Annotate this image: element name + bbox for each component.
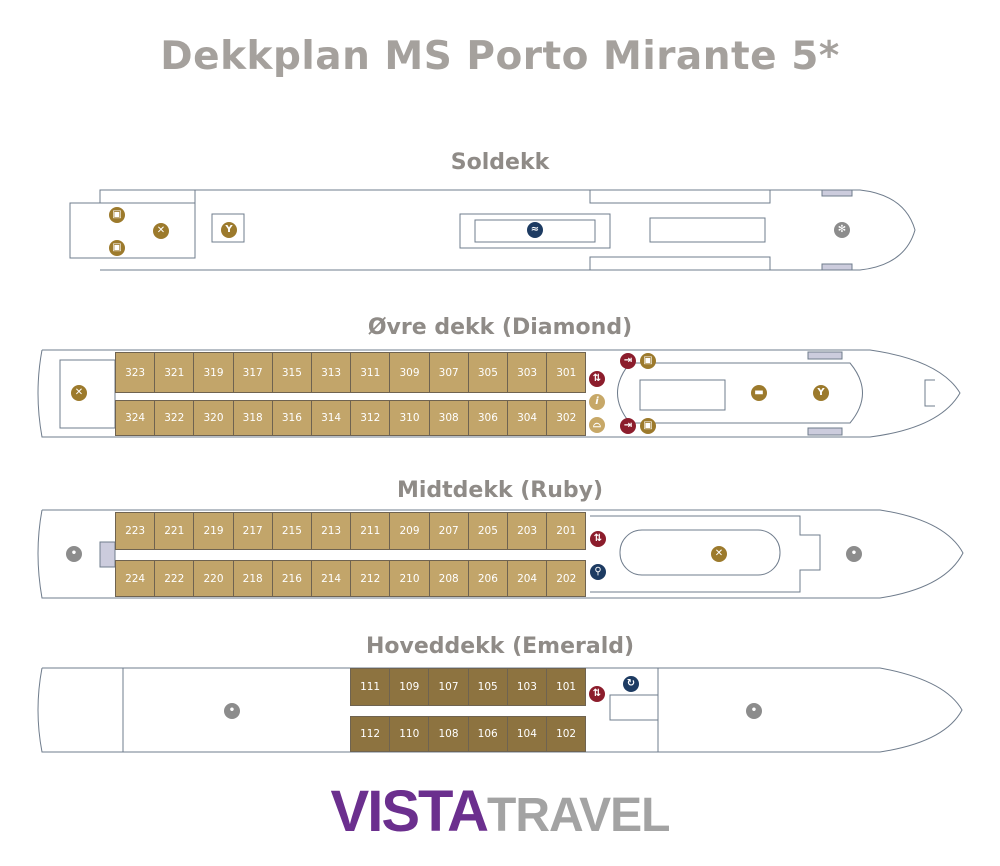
elevator-icon [589, 686, 605, 702]
info-icon [589, 394, 605, 410]
cabin-220[interactable]: 220 [193, 560, 234, 597]
cabin-203[interactable]: 203 [507, 512, 548, 550]
cabin-316[interactable]: 316 [271, 400, 312, 436]
cabin-208[interactable]: 208 [428, 560, 469, 597]
cabin-110[interactable]: 110 [389, 716, 430, 752]
cabin-320[interactable]: 320 [193, 400, 234, 436]
cabin-201[interactable]: 201 [546, 512, 587, 550]
cabin-219[interactable]: 219 [193, 512, 234, 550]
cabin-211[interactable]: 211 [350, 512, 391, 550]
soldekk-outline [69, 189, 916, 271]
cabin-307[interactable]: 307 [428, 352, 469, 393]
cabin-321[interactable]: 321 [154, 352, 195, 393]
cabin-323[interactable]: 323 [115, 352, 156, 393]
page-title: Dekkplan MS Porto Mirante 5* [160, 34, 840, 79]
deck-label-soldekk: Soldekk [450, 150, 550, 175]
cabin-107[interactable]: 107 [428, 668, 469, 706]
cabin-218[interactable]: 218 [232, 560, 273, 597]
cabin-216[interactable]: 216 [271, 560, 312, 597]
cabin-214[interactable]: 214 [311, 560, 352, 597]
cabin-309[interactable]: 309 [389, 352, 430, 393]
ovre-dekk-outline [37, 349, 961, 438]
elevator-icon [589, 371, 605, 387]
dining-icon [71, 385, 87, 401]
cabin-302[interactable]: 302 [546, 400, 587, 436]
cabin-102[interactable]: 102 [546, 716, 587, 752]
hoveddekk-outline [37, 667, 963, 753]
cabin-212[interactable]: 212 [350, 560, 391, 597]
cabin-213[interactable]: 213 [311, 512, 352, 550]
cabin-112[interactable]: 112 [350, 716, 391, 752]
elevator-icon [590, 531, 606, 547]
cabin-314[interactable]: 314 [311, 400, 352, 436]
bar-icon [813, 385, 829, 401]
cabin-312[interactable]: 312 [350, 400, 391, 436]
cabin-106[interactable]: 106 [467, 716, 508, 752]
cabin-224[interactable]: 224 [115, 560, 156, 597]
cabin-103[interactable]: 103 [506, 668, 547, 706]
cabin-111[interactable]: 111 [350, 668, 391, 706]
cabin-202[interactable]: 202 [546, 560, 587, 597]
cabin-101[interactable]: 101 [546, 668, 587, 706]
cabin-205[interactable]: 205 [467, 512, 508, 550]
cabin-310[interactable]: 310 [389, 400, 430, 436]
dining-icon [153, 223, 169, 239]
cabin-313[interactable]: 313 [311, 352, 352, 393]
restaurant-icon [711, 546, 727, 562]
helm-icon [834, 222, 850, 238]
cabin-322[interactable]: 322 [154, 400, 195, 436]
deck-label-ovre-dekk: Øvre dekk (Diamond) [367, 315, 633, 340]
drink-icon [109, 207, 125, 223]
cabin-209[interactable]: 209 [389, 512, 430, 550]
deck-label-hoveddekk: Hoveddekk (Emerald) [365, 634, 635, 659]
pool-icon [527, 222, 543, 238]
cabin-105[interactable]: 105 [467, 668, 508, 706]
wc-icon [590, 564, 606, 580]
cabin-308[interactable]: 308 [428, 400, 469, 436]
cabin-324[interactable]: 324 [115, 400, 156, 436]
cabin-319[interactable]: 319 [193, 352, 234, 393]
cabin-207[interactable]: 207 [428, 512, 469, 550]
cabin-215[interactable]: 215 [271, 512, 312, 550]
mooring-icon [66, 546, 82, 562]
cabin-317[interactable]: 317 [232, 352, 273, 393]
logo-vista: VISTA [330, 779, 489, 844]
cabin-304[interactable]: 304 [507, 400, 548, 436]
drink-icon [640, 418, 656, 434]
cabin-306[interactable]: 306 [467, 400, 508, 436]
cabin-109[interactable]: 109 [389, 668, 430, 706]
vista-travel-logo: VISTATRAVEL [0, 778, 1000, 845]
cabin-303[interactable]: 303 [507, 352, 548, 393]
cabin-104[interactable]: 104 [506, 716, 547, 752]
logo-travel: TRAVEL [487, 789, 670, 842]
cabin-210[interactable]: 210 [389, 560, 430, 597]
cabin-221[interactable]: 221 [154, 512, 195, 550]
mooring-icon [224, 703, 240, 719]
midtdekk-outline [37, 509, 964, 599]
drink-icon [640, 353, 656, 369]
bar-icon [221, 222, 237, 238]
cabin-305[interactable]: 305 [467, 352, 508, 393]
deck-label-midtdekk: Midtdekk (Ruby) [396, 478, 604, 503]
cabin-206[interactable]: 206 [467, 560, 508, 597]
mooring-icon [846, 546, 862, 562]
reception-icon [589, 417, 605, 433]
spa-icon [623, 676, 639, 692]
lounge-icon [751, 385, 767, 401]
cabin-311[interactable]: 311 [350, 352, 391, 393]
exit-icon [620, 418, 636, 434]
mooring-icon [746, 703, 762, 719]
cabin-204[interactable]: 204 [507, 560, 548, 597]
cabin-108[interactable]: 108 [428, 716, 469, 752]
cabin-223[interactable]: 223 [115, 512, 156, 550]
exit-icon [620, 353, 636, 369]
drink-icon [109, 240, 125, 256]
cabin-318[interactable]: 318 [232, 400, 273, 436]
cabin-217[interactable]: 217 [232, 512, 273, 550]
cabin-301[interactable]: 301 [546, 352, 587, 393]
cabin-222[interactable]: 222 [154, 560, 195, 597]
cabin-315[interactable]: 315 [271, 352, 312, 393]
